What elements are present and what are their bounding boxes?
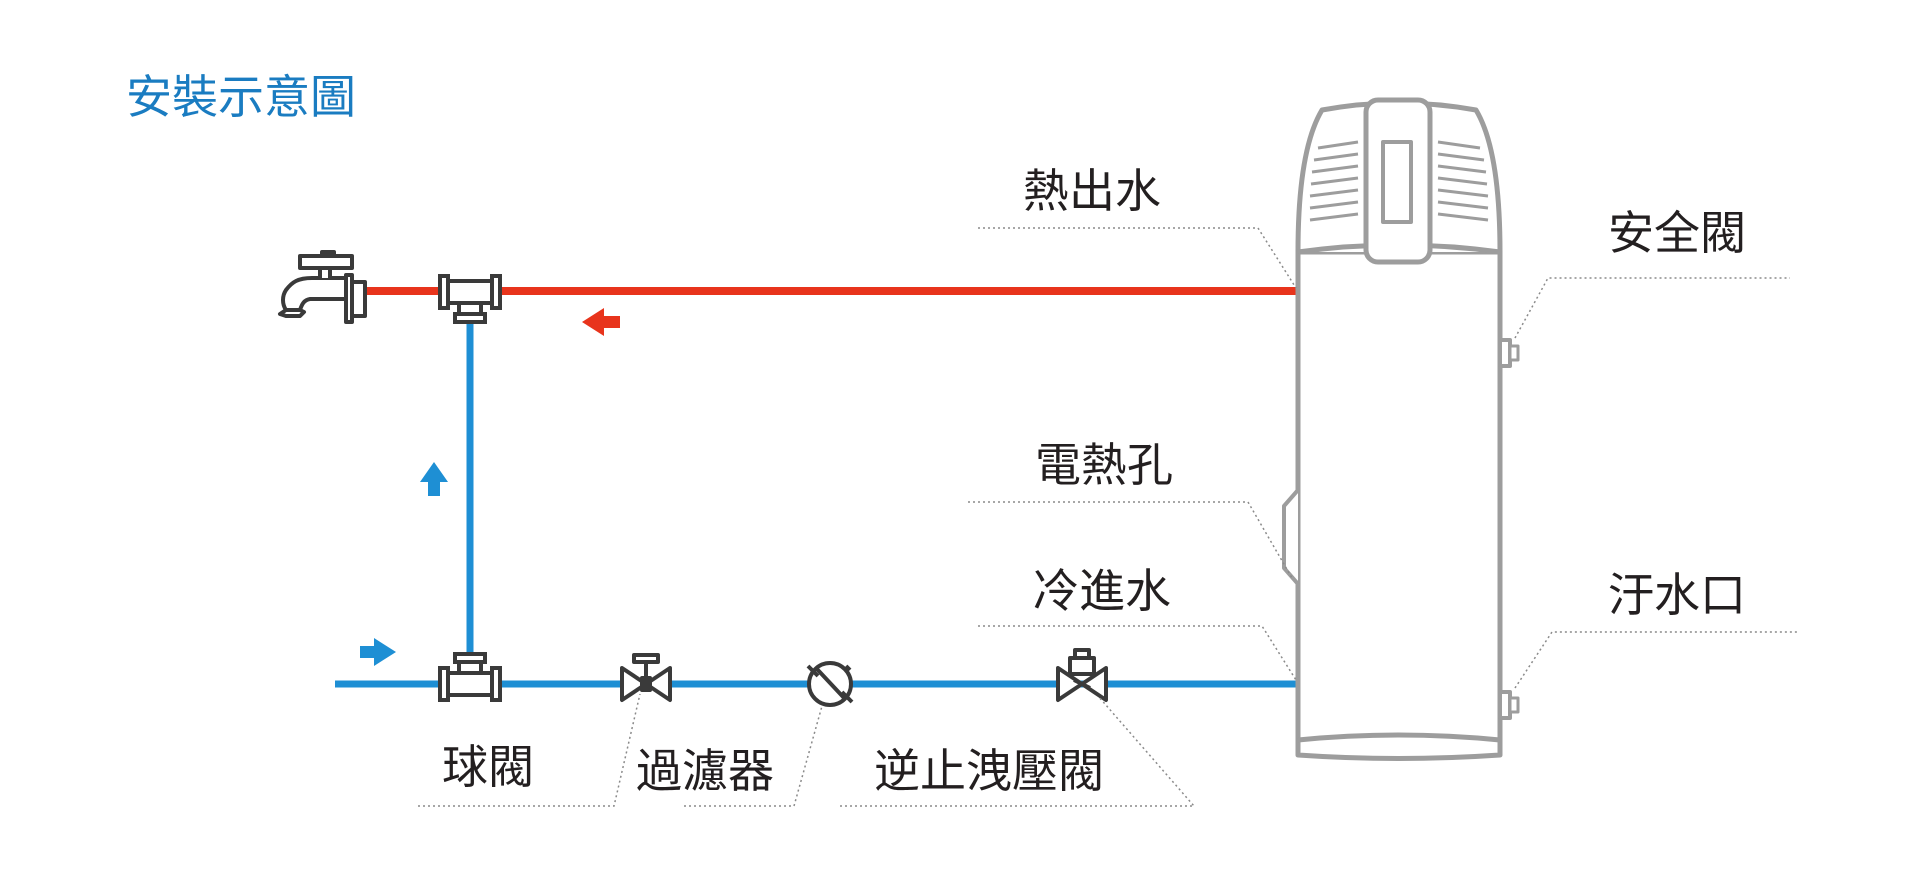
label-safety-valve: 安全閥 <box>1608 206 1746 260</box>
label-drain-outlet: 汙水口 <box>1608 568 1746 622</box>
label-filter: 過濾器 <box>636 744 774 798</box>
label-cold-water-in: 冷進水 <box>1033 564 1171 618</box>
flow-arrow-icon <box>360 638 396 666</box>
tee-fitting-icon <box>438 652 502 702</box>
label-ball-valve: 球閥 <box>442 740 534 794</box>
leader-lines <box>418 227 1798 807</box>
flow-arrow-icon <box>420 462 448 496</box>
label-check-relief-valve: 逆止洩壓閥 <box>874 744 1104 798</box>
flow-arrow-icon <box>582 308 620 336</box>
check-relief-valve-icon <box>1056 648 1108 702</box>
label-hot-water-out: 熱出水 <box>1023 164 1161 218</box>
tee-fitting-icon <box>438 274 502 324</box>
faucet-icon <box>278 250 367 324</box>
label-electric-heating-port: 電熱孔 <box>1035 438 1173 492</box>
diagram-title: 安裝示意圖 <box>126 70 356 124</box>
filter-icon <box>806 661 854 707</box>
ball-valve-icon <box>620 653 672 702</box>
heat-pump-water-heater-tank <box>1282 97 1520 761</box>
